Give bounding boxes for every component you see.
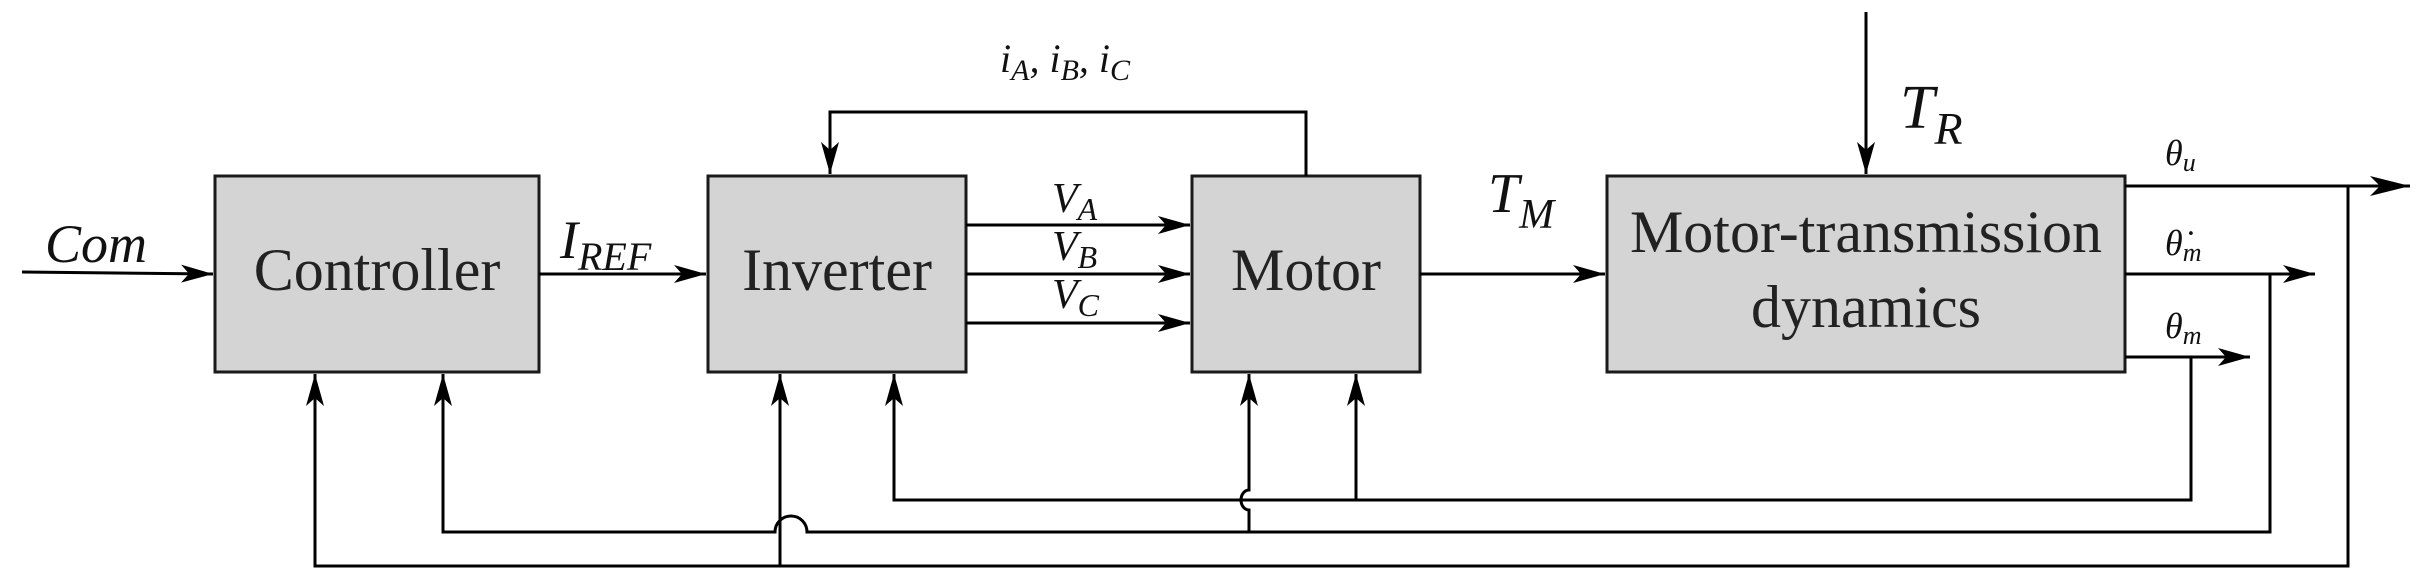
va-label: VA bbox=[1052, 176, 1098, 227]
vb-label: VB bbox=[1052, 224, 1097, 275]
inverter-label: Inverter bbox=[742, 237, 932, 303]
theta-u-feedback-line bbox=[306, 186, 2350, 568]
motor-transmission-label-line2: dynamics bbox=[1751, 274, 1981, 340]
theta-m-label: θm bbox=[2165, 306, 2201, 350]
motor-feedback-line-1 bbox=[1239, 374, 1258, 532]
controller-label: Controller bbox=[254, 237, 501, 303]
theta-dot-m-feedback-line bbox=[434, 274, 2272, 534]
theta-dot-m-label: θ̇m bbox=[2165, 223, 2201, 267]
tm-label: TM bbox=[1488, 163, 1556, 238]
controller-block: Controller bbox=[213, 174, 541, 374]
motor-block: Motor bbox=[1190, 174, 1422, 374]
theta-m-feedback-line bbox=[885, 357, 2193, 502]
current-feedback-line bbox=[821, 110, 1308, 176]
motor-label: Motor bbox=[1231, 237, 1381, 303]
inverter-block: Inverter bbox=[706, 174, 968, 374]
motor-transmission-label-line1: Motor-transmission bbox=[1630, 199, 2102, 265]
iref-label: IREF bbox=[559, 210, 652, 279]
currents-label: iA, iB, iC bbox=[1000, 36, 1131, 87]
com-arrow bbox=[21, 264, 214, 283]
com-label: Com bbox=[45, 214, 147, 274]
motor-transmission-block: Motor-transmission dynamics bbox=[1605, 174, 2127, 374]
tr-label: TR bbox=[1900, 74, 1963, 154]
theta-u-label: θu bbox=[2165, 133, 2196, 177]
vc-label: VC bbox=[1052, 272, 1100, 323]
